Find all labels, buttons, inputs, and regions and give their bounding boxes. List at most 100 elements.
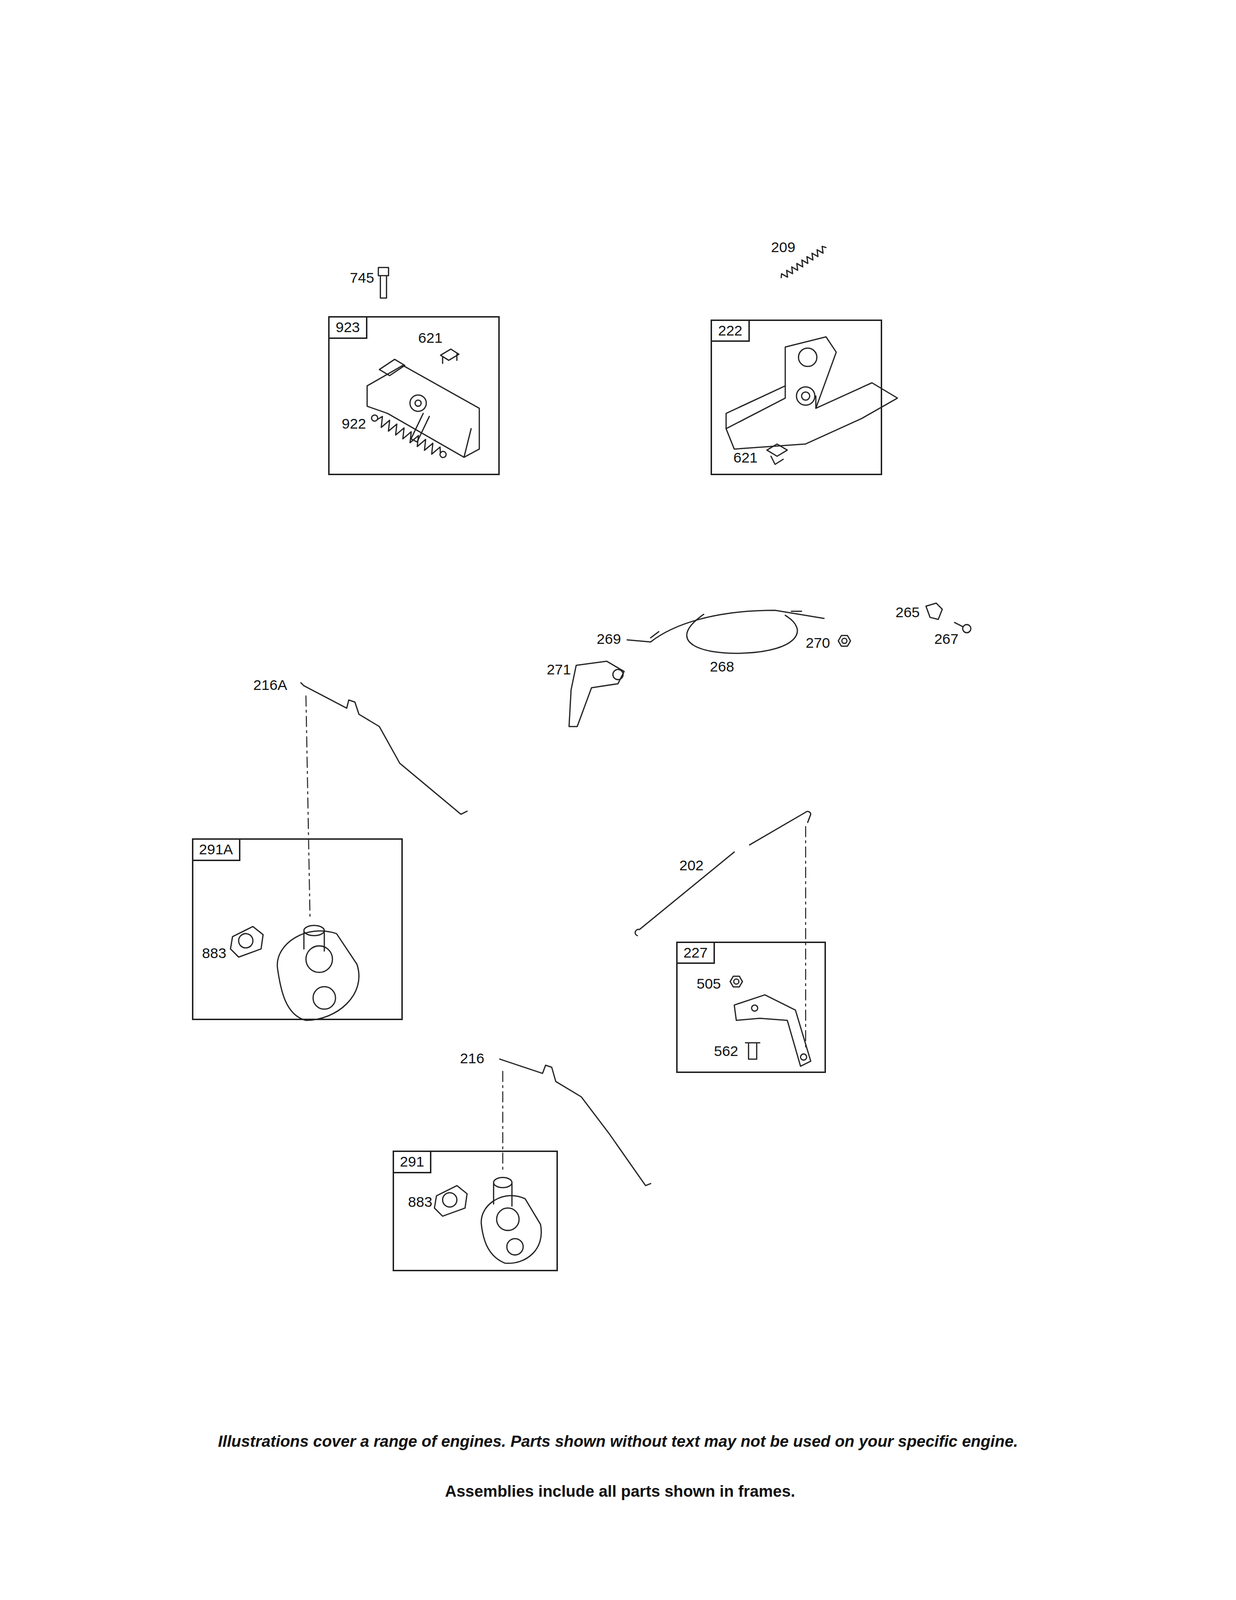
nut-outline <box>729 976 743 987</box>
clamp-outline <box>925 602 943 620</box>
cable-loop <box>686 614 798 653</box>
callout-number: 621 <box>418 329 443 346</box>
link-wire <box>499 1058 651 1186</box>
assembly-number: 227 <box>683 944 708 962</box>
gasket <box>434 1185 467 1216</box>
callout-number: 562 <box>713 1042 739 1059</box>
callout-number: 267 <box>934 630 959 647</box>
nut <box>729 976 743 987</box>
callout-number: 216A <box>253 676 288 693</box>
link-wire <box>634 851 734 936</box>
part-bore <box>305 945 333 973</box>
callout-number: 209 <box>771 238 796 255</box>
governor-bracket <box>366 359 479 458</box>
assembly-number: 291A <box>199 840 234 858</box>
assembly-frame: 291A <box>191 838 404 1020</box>
footnote: Illustrations cover a range of engines. … <box>218 1432 1018 1450</box>
choke-part <box>277 925 359 1021</box>
clip <box>440 348 460 364</box>
link-wire <box>301 682 468 814</box>
control-lever <box>569 661 625 727</box>
callout-number: 271 <box>546 661 571 678</box>
assembly-frame: 923 <box>328 316 500 476</box>
bracket-pivot <box>796 386 815 406</box>
gasket-outline <box>434 1185 467 1216</box>
assembly-number: 291 <box>399 1153 425 1171</box>
assembly-number: 222 <box>717 322 743 340</box>
callout-number: 883 <box>202 944 227 961</box>
clip-outline <box>440 348 460 364</box>
callout-number: 270 <box>805 634 830 651</box>
lever-coil <box>612 669 623 680</box>
nut-hole <box>733 978 740 984</box>
cable-clamp <box>925 602 943 620</box>
spring-hook <box>370 413 379 423</box>
callout-number: 268 <box>710 657 735 674</box>
gasket-outline <box>230 926 263 957</box>
link-wire <box>749 811 811 845</box>
callout-number: 922 <box>341 415 366 432</box>
spring <box>369 412 448 461</box>
part-top <box>303 925 325 936</box>
assembly-line <box>305 695 310 919</box>
cable-end <box>650 611 802 638</box>
screw-outline <box>745 1042 760 1060</box>
frame-tab: 227 <box>677 942 715 965</box>
governor-link <box>301 682 468 919</box>
part-plate <box>277 930 359 1020</box>
callout-number: 883 <box>408 1193 433 1210</box>
assembly-number: 923 <box>335 318 360 336</box>
bolt-outline <box>378 267 389 299</box>
throttle-link <box>634 811 811 1051</box>
bracket-plate <box>726 336 898 449</box>
leader-line <box>627 639 651 642</box>
bracket-pivot <box>801 391 810 400</box>
frame-tab: 291A <box>193 839 241 861</box>
frame-tab: 222 <box>712 320 750 343</box>
bolt <box>378 267 389 299</box>
footnote: Assemblies include all parts shown in fr… <box>444 1482 796 1500</box>
callout-number: 202 <box>679 856 704 873</box>
spring-coil <box>375 414 444 458</box>
part-bore <box>507 1238 524 1255</box>
bracket-hole <box>798 348 817 367</box>
nut-hole <box>841 638 848 644</box>
clip <box>766 443 788 465</box>
nut-outline <box>838 635 851 647</box>
callout-number: 216 <box>459 1049 485 1066</box>
bracket-edge <box>726 385 816 429</box>
spring-hook <box>439 450 448 459</box>
screw-head <box>962 624 971 633</box>
part-top <box>493 1176 512 1188</box>
assembly-line <box>502 1071 504 1173</box>
callout-number: 621 <box>733 448 758 465</box>
throttle-lever <box>734 994 811 1066</box>
lever-outline <box>734 994 811 1066</box>
assembly-frame: 227 <box>676 941 826 1073</box>
bracket-pivot <box>414 399 422 407</box>
gasket-hole <box>442 1192 457 1207</box>
assembly-frame: 291 <box>392 1150 558 1271</box>
control-bracket <box>726 336 898 449</box>
frame-tab: 923 <box>329 317 367 339</box>
part-plate <box>481 1195 542 1264</box>
nut <box>838 635 851 647</box>
lever-hole <box>751 1004 759 1012</box>
part-bore <box>496 1207 520 1231</box>
callout-number: 265 <box>895 603 920 620</box>
callout-number: 505 <box>696 975 721 992</box>
part-body <box>493 1183 512 1206</box>
callout-number: 745 <box>349 269 375 286</box>
assembly-line <box>805 826 807 1051</box>
callout-number: 269 <box>596 630 621 647</box>
bracket-plate <box>366 365 479 458</box>
choke-part <box>481 1176 542 1263</box>
lever-hole <box>800 1053 808 1061</box>
gasket-hole <box>238 933 253 948</box>
cable-line <box>650 610 824 642</box>
lever-outline <box>569 661 625 727</box>
screw-shank <box>954 622 963 627</box>
